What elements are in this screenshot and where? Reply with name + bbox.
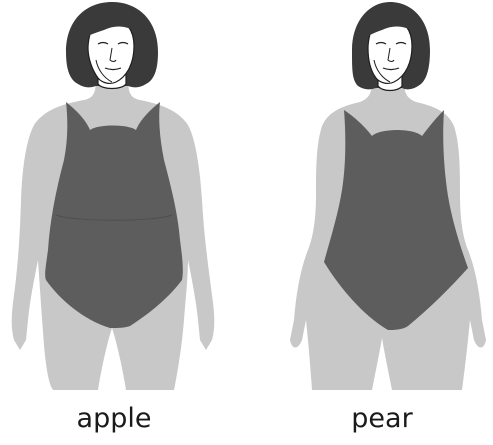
apple-body-figure: apple — [4, 0, 224, 445]
pear-body-figure: pear — [272, 0, 492, 445]
apple-label: apple — [4, 402, 224, 436]
pear-body-illustration — [272, 0, 492, 390]
apple-body-illustration — [4, 0, 224, 390]
pear-label: pear — [272, 402, 492, 436]
